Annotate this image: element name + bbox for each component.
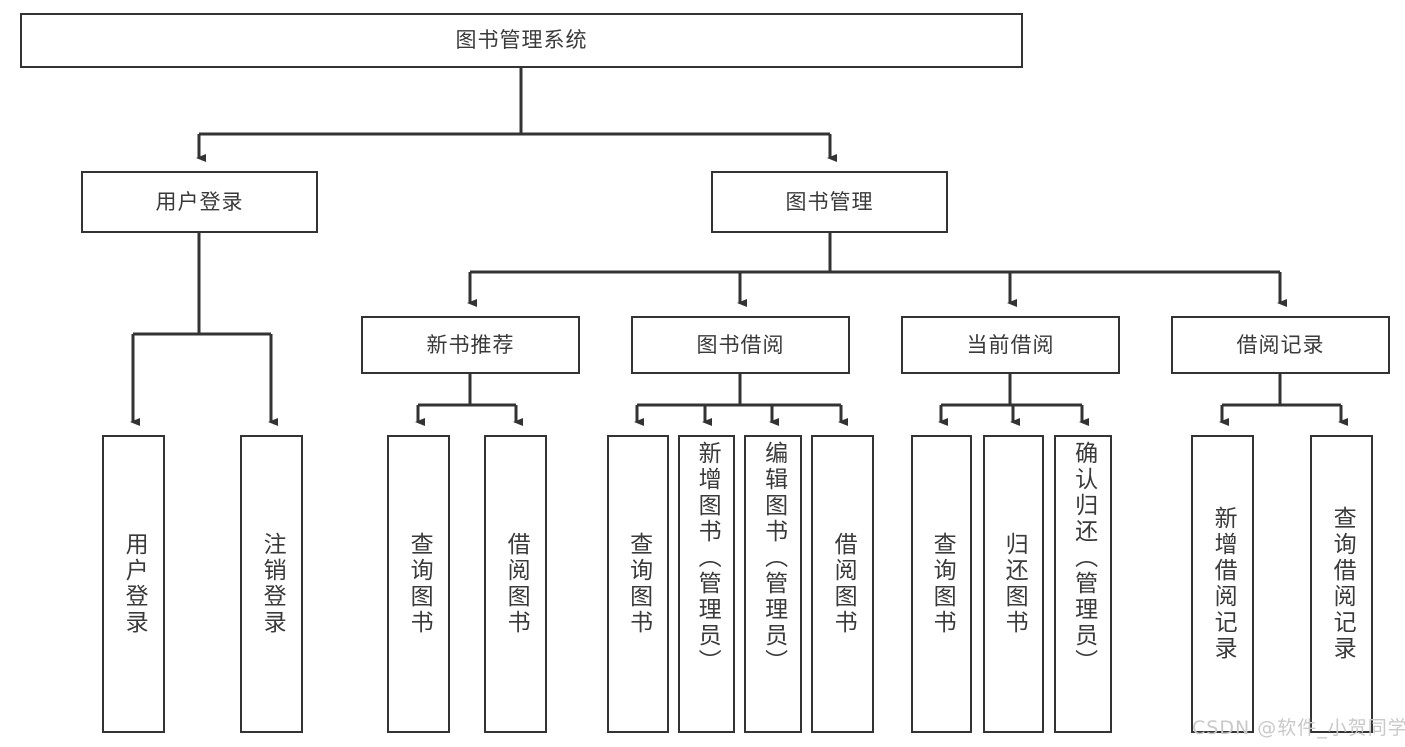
node-current-borrow[interactable]: 当前借阅 — [901, 316, 1120, 374]
node-book-manage[interactable]: 图书管理 — [711, 171, 948, 233]
node-leaf-query-book-3-label: 查询图书 — [929, 532, 956, 636]
node-leaf-logout[interactable]: 注销登录 — [240, 435, 303, 733]
node-leaf-add-book-label: 新增图书（管理员） — [694, 441, 721, 675]
node-leaf-query-book-1[interactable]: 查询图书 — [387, 435, 450, 733]
node-leaf-borrow-book-1-label: 借阅图书 — [503, 532, 530, 636]
csdn-watermark: CSDN @软件_小贺同学 — [1192, 717, 1405, 739]
node-leaf-logout-label: 注销登录 — [259, 532, 286, 636]
node-book-manage-label: 图书管理 — [785, 189, 874, 214]
node-root[interactable]: 图书管理系统 — [20, 13, 1023, 68]
node-book-borrow-label: 图书借阅 — [696, 332, 785, 357]
node-new-book-recommend-label: 新书推荐 — [426, 332, 515, 357]
node-leaf-add-record[interactable]: 新增借阅记录 — [1191, 435, 1254, 733]
node-leaf-add-record-label: 新增借阅记录 — [1210, 506, 1237, 662]
node-leaf-edit-book[interactable]: 编辑图书（管理员） — [744, 435, 802, 733]
node-leaf-return-book[interactable]: 归还图书 — [983, 435, 1044, 733]
node-borrow-record-label: 借阅记录 — [1236, 332, 1325, 357]
node-user-login-label: 用户登录 — [155, 189, 244, 214]
node-leaf-confirm-return[interactable]: 确认归还（管理员） — [1054, 435, 1112, 733]
node-leaf-confirm-return-label: 确认归还（管理员） — [1070, 441, 1097, 675]
node-leaf-query-record-label: 查询借阅记录 — [1329, 506, 1356, 662]
node-borrow-record[interactable]: 借阅记录 — [1171, 316, 1390, 374]
node-user-login[interactable]: 用户登录 — [81, 171, 318, 233]
node-leaf-user-login-label: 用户登录 — [121, 532, 148, 636]
node-leaf-edit-book-label: 编辑图书（管理员） — [760, 441, 787, 675]
node-new-book-recommend[interactable]: 新书推荐 — [361, 316, 580, 374]
node-leaf-query-book-2-label: 查询图书 — [625, 532, 652, 636]
node-leaf-return-book-label: 归还图书 — [1001, 532, 1028, 636]
node-leaf-query-book-1-label: 查询图书 — [406, 532, 433, 636]
node-leaf-query-book-2[interactable]: 查询图书 — [607, 435, 669, 733]
node-leaf-borrow-book-2[interactable]: 借阅图书 — [811, 435, 874, 733]
node-leaf-query-record[interactable]: 查询借阅记录 — [1310, 435, 1373, 733]
node-leaf-add-book[interactable]: 新增图书（管理员） — [678, 435, 735, 733]
node-root-label: 图书管理系统 — [455, 28, 588, 53]
node-leaf-query-book-3[interactable]: 查询图书 — [911, 435, 972, 733]
node-leaf-borrow-book-1[interactable]: 借阅图书 — [484, 435, 547, 733]
node-leaf-user-login[interactable]: 用户登录 — [102, 435, 165, 733]
node-book-borrow[interactable]: 图书借阅 — [631, 316, 850, 374]
node-leaf-borrow-book-2-label: 借阅图书 — [830, 532, 857, 636]
node-current-borrow-label: 当前借阅 — [966, 332, 1055, 357]
